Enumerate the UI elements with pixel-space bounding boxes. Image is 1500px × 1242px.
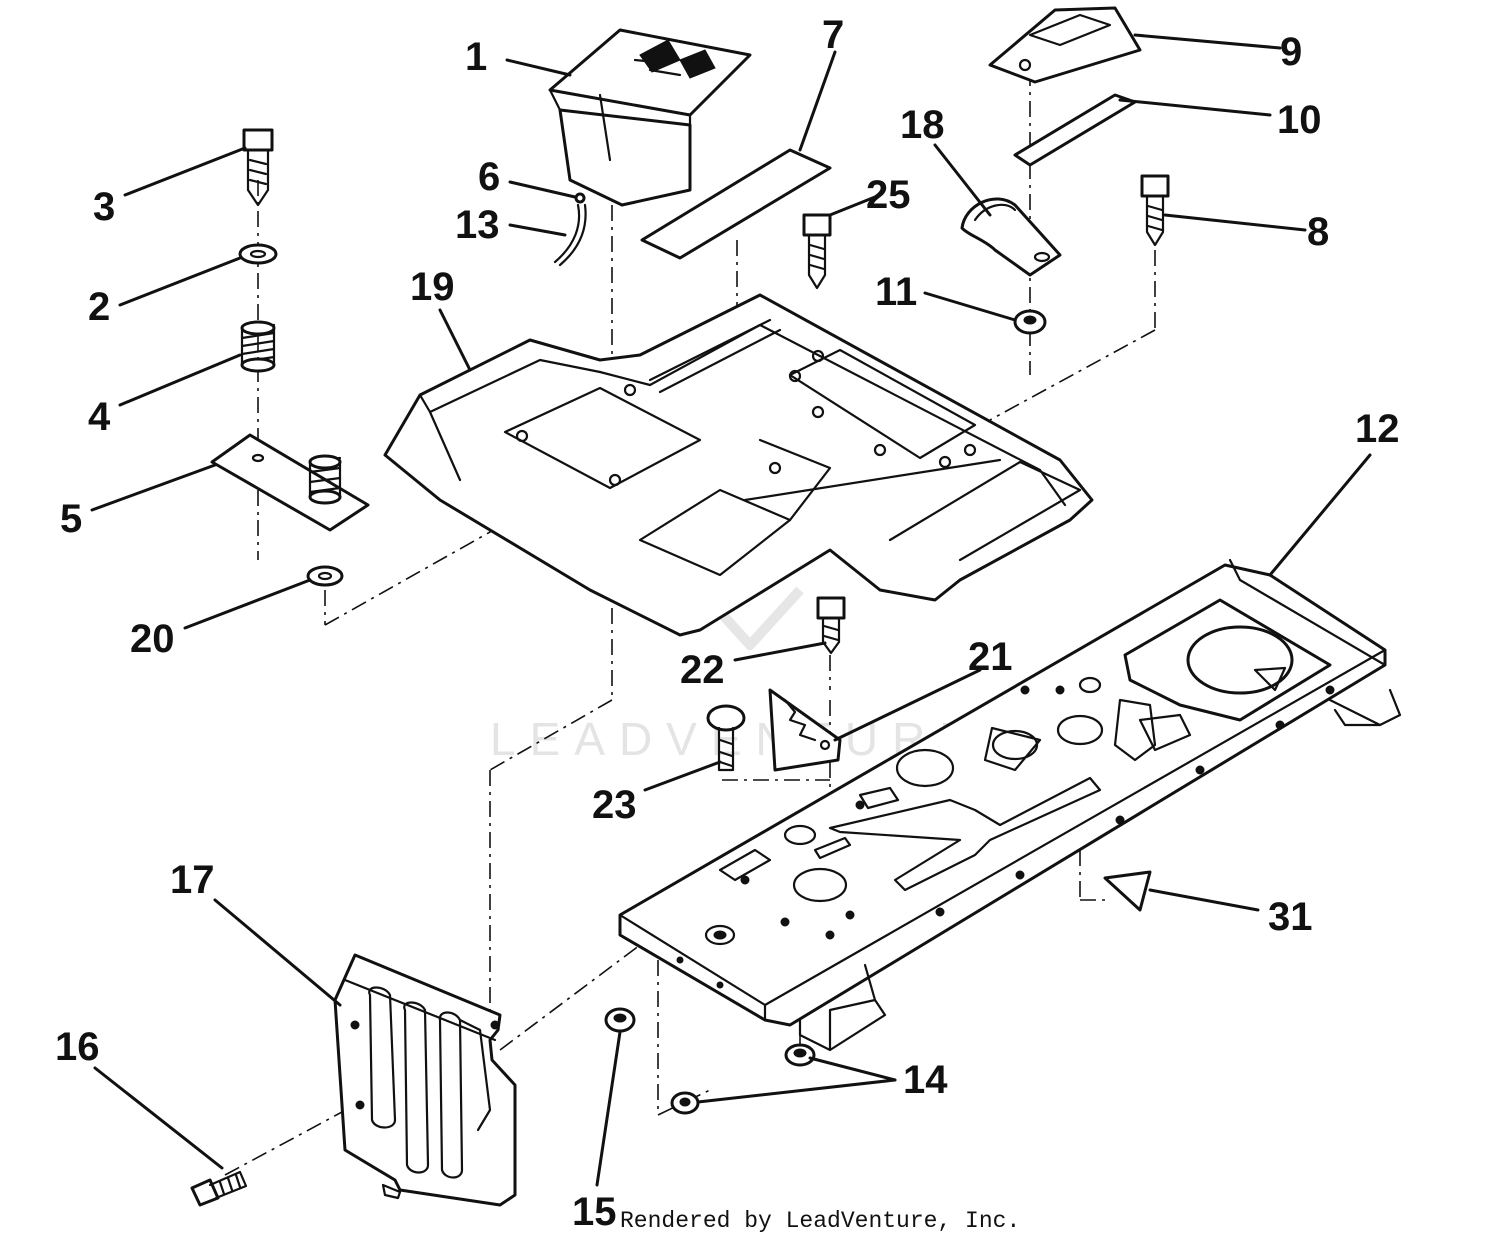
callout-18: 18 — [900, 103, 945, 147]
callout-25: 25 — [866, 173, 911, 217]
part-2-washer — [238, 243, 278, 265]
callout-21: 21 — [968, 635, 1013, 679]
callout-7: 7 — [822, 13, 844, 57]
part-25-bolt — [802, 213, 832, 290]
part-21-gusset — [768, 688, 842, 772]
callout-2: 2 — [88, 285, 110, 329]
part-18-clamp — [960, 197, 1062, 277]
part-10-bracket-strip — [1013, 93, 1137, 167]
callout-16: 16 — [55, 1025, 100, 1069]
part-3-bolt — [242, 128, 274, 207]
part-7-decal-strip — [640, 148, 832, 260]
callout-5: 5 — [60, 497, 82, 541]
callout-23: 23 — [592, 783, 637, 827]
part-14-nuts — [670, 1043, 816, 1115]
callout-numbers: 1 2 3 4 5 6 7 8 9 10 11 12 13 14 15 16 1… — [55, 13, 1400, 1234]
part-1-battery-box — [548, 28, 752, 207]
callout-19: 19 — [410, 265, 455, 309]
callout-15: 15 — [572, 1190, 617, 1234]
part-9-cover-plate — [988, 6, 1142, 84]
callout-4: 4 — [88, 395, 111, 439]
part-4-spring — [240, 320, 276, 373]
part-5-spring-plate — [210, 433, 370, 532]
part-22-bolt — [816, 596, 846, 655]
callout-6: 6 — [478, 155, 500, 199]
callout-9: 9 — [1280, 30, 1302, 74]
part-15-nut — [604, 1007, 636, 1033]
callout-1: 1 — [465, 35, 487, 79]
callout-22: 22 — [680, 648, 725, 692]
part-8-bolt — [1140, 174, 1170, 247]
callout-3: 3 — [93, 185, 115, 229]
part-31-small-gusset — [1103, 870, 1152, 912]
part-12-frame — [618, 558, 1402, 1052]
part-17-support-plate — [333, 953, 517, 1207]
part-6-13-clip-and-hose — [553, 192, 587, 267]
callout-11: 11 — [875, 270, 917, 314]
callout-12: 12 — [1355, 407, 1400, 451]
callout-10: 10 — [1277, 98, 1322, 142]
part-19-fender-pan — [383, 293, 1094, 637]
callout-14: 14 — [903, 1058, 948, 1102]
callout-31: 31 — [1268, 895, 1313, 939]
callout-13: 13 — [455, 203, 500, 247]
leader-lines — [90, 33, 1372, 1187]
callout-20: 20 — [130, 617, 175, 661]
part-20-washer — [306, 565, 344, 587]
part-23-carriage-bolt — [706, 704, 746, 772]
callout-8: 8 — [1307, 210, 1329, 254]
rendered-by-credit: Rendered by LeadVenture, Inc. — [620, 1208, 1021, 1234]
part-11-nut — [1013, 309, 1047, 335]
part-16-bolt — [190, 1170, 248, 1207]
callout-17: 17 — [170, 858, 215, 902]
